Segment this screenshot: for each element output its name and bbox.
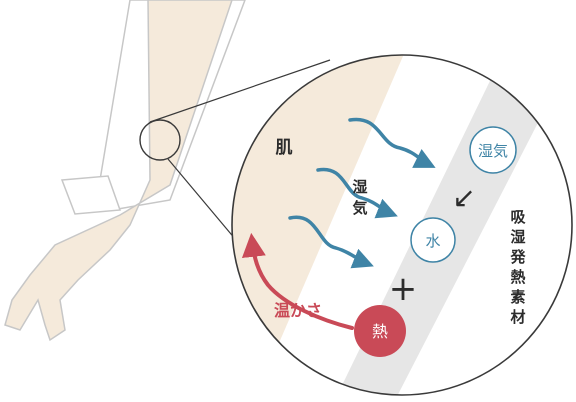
material-label-char-4: 熱 — [510, 268, 525, 286]
wave-arrow-icon — [348, 117, 436, 168]
warmth-label: 温かさ — [273, 301, 322, 320]
material-label-char-6: 材 — [510, 308, 525, 326]
plus-icon: + — [389, 269, 418, 309]
heat-bubble-label: 熱 — [372, 322, 388, 341]
material-label-char-5: 素 — [510, 288, 525, 306]
zoom-line-top — [149, 59, 331, 123]
material-label-char-3: 発 — [509, 248, 526, 266]
vapor-bubble: 湿気 — [469, 126, 517, 174]
zoom-lens — [231, 54, 573, 396]
curved-heat-arrow-icon — [241, 232, 354, 330]
material-label: 吸 湿 発 熱 素 材 — [509, 208, 526, 326]
skin-label: 肌 — [276, 138, 293, 158]
down-left-arrow-icon: ↙ — [452, 181, 475, 214]
zoom-line-bottom — [167, 158, 237, 241]
wave-arrow-icon — [288, 215, 374, 269]
heat-bubble: 熱 — [354, 305, 406, 357]
forearm — [4, 0, 233, 342]
water-bubble-label: 水 — [425, 232, 440, 250]
material-label-char-2: 湿 — [510, 228, 525, 246]
moisture-arrows — [288, 117, 436, 269]
humidity-label-char-1: 湿 — [352, 178, 367, 196]
cuff — [60, 175, 122, 215]
material-label-char-1: 吸 — [510, 208, 526, 226]
zoom-source-circle — [139, 119, 181, 161]
wave-arrow-icon — [316, 167, 398, 219]
humidity-label-char-2: 気 — [352, 199, 367, 217]
arm-illustration — [4, 0, 246, 342]
vapor-bubble-label: 湿気 — [478, 142, 508, 160]
water-bubble: 水 — [410, 217, 456, 263]
